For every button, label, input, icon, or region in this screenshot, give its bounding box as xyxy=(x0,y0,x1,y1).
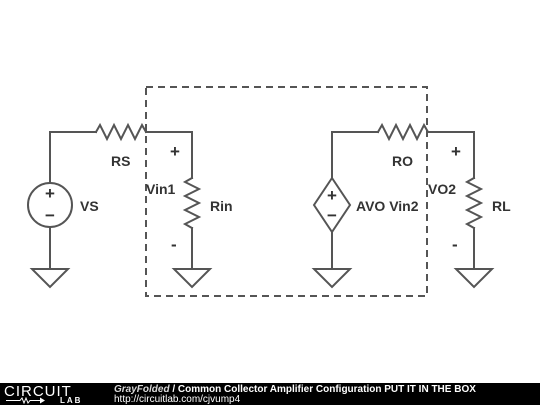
circuit-url-link[interactable]: http://circuitlab.com/cjvump4 xyxy=(114,394,241,405)
credit-separator: / xyxy=(169,384,178,395)
wire-rs-to-rin xyxy=(145,131,193,179)
resistor-rl xyxy=(464,176,484,230)
wire-source-top xyxy=(49,131,97,183)
ground-dep-source xyxy=(311,268,353,289)
label-vo2: VO2 xyxy=(428,181,456,197)
label-minus-input: - xyxy=(171,235,177,254)
ground-rin xyxy=(171,268,213,289)
label-minus-output: - xyxy=(452,235,458,254)
label-rs: RS xyxy=(111,153,130,169)
label-vin1: Vin1 xyxy=(146,181,176,197)
vs-minus-sign: − xyxy=(45,206,55,225)
label-avo-vin2: AVO Vin2 xyxy=(356,198,419,214)
label-rin: Rin xyxy=(210,198,233,214)
dep-minus-sign: − xyxy=(327,206,337,225)
resistor-rin xyxy=(182,176,202,230)
vs-plus-sign: + xyxy=(45,184,55,203)
wire-ro-to-rl xyxy=(427,131,475,179)
ground-vs xyxy=(29,268,71,289)
circuitlab-logo-lab: LAB xyxy=(60,396,83,405)
amplifier-box xyxy=(145,86,428,297)
circuitlab-logo-text[interactable]: CIRCUIT xyxy=(4,383,72,400)
label-rl: RL xyxy=(492,198,511,214)
label-plus-output: + xyxy=(451,142,461,161)
footer-bar: CIRCUIT LAB GrayFolded / Common Collecto… xyxy=(0,383,540,405)
dep-plus-sign: + xyxy=(327,186,337,205)
label-plus-input: + xyxy=(170,142,180,161)
label-vs: VS xyxy=(80,198,99,214)
circuit-title: Common Collector Amplifier Configuration… xyxy=(177,384,476,395)
circuit-schematic: + − + − RS VS + Vin1 Rin - AVO Vin2 RO +… xyxy=(27,86,511,297)
circuit-wire-icon xyxy=(6,397,45,404)
author-link[interactable]: GrayFolded xyxy=(114,384,170,395)
wire-dep-source-top xyxy=(331,131,379,179)
credit-line: GrayFolded / Common Collector Amplifier … xyxy=(114,384,476,395)
ground-rl xyxy=(453,268,495,289)
label-ro: RO xyxy=(392,153,413,169)
resistor-ro xyxy=(376,122,430,142)
resistor-rs xyxy=(94,122,148,142)
